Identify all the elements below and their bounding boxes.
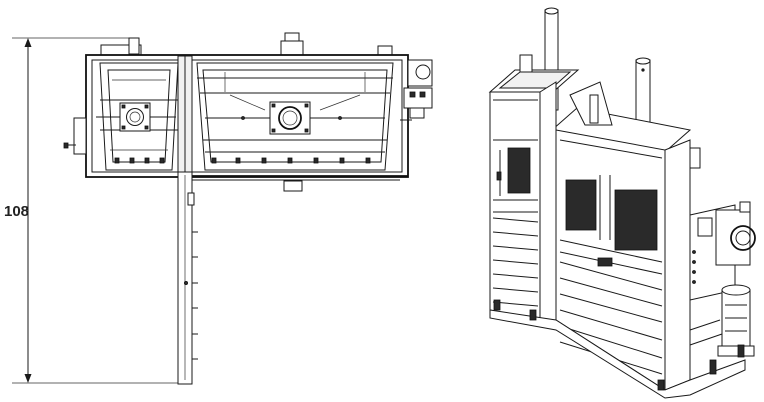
- height-dimension-line: [12, 37, 178, 384]
- isometric-view: [488, 7, 756, 399]
- plan-view: [63, 32, 433, 385]
- height-dimension-label: 108: [4, 203, 30, 220]
- plan-bolt-row: [114, 157, 371, 164]
